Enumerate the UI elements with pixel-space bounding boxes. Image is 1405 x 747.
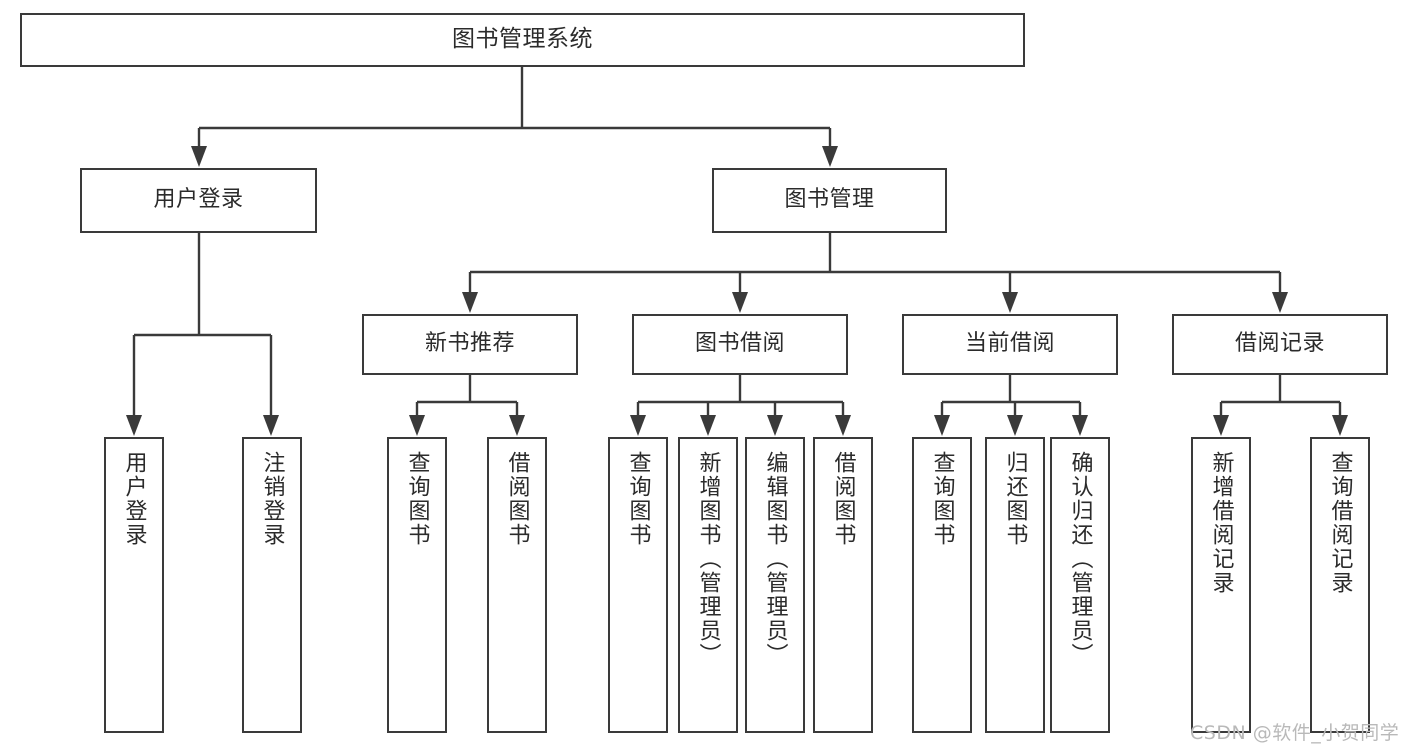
node-book-manage-label: 图书管理: [784, 187, 875, 213]
node-leaf-borrow-book-2-label: 借阅图书: [830, 451, 856, 547]
connector-borrowrecord-to-leaves: [1213, 375, 1348, 436]
node-book-manage[interactable]: 图书管理: [712, 168, 947, 233]
node-leaf-user-login[interactable]: 用户登录: [104, 437, 164, 733]
node-leaf-query-book-3-label: 查询图书: [929, 451, 955, 547]
node-leaf-add-book-label: 新增图书（管理员）: [695, 451, 721, 667]
connector-userlogin-to-leaves: [126, 233, 279, 436]
node-book-borrow[interactable]: 图书借阅: [632, 314, 848, 375]
node-leaf-query-record[interactable]: 查询借阅记录: [1310, 437, 1370, 733]
node-leaf-query-book-1-label: 查询图书: [404, 451, 430, 547]
node-leaf-query-book-2[interactable]: 查询图书: [608, 437, 668, 733]
connector-root-to-level2: [191, 67, 838, 167]
node-leaf-confirm-return[interactable]: 确认归还（管理员）: [1050, 437, 1110, 733]
node-borrow-record[interactable]: 借阅记录: [1172, 314, 1388, 375]
node-new-book-rec[interactable]: 新书推荐: [362, 314, 578, 375]
node-root[interactable]: 图书管理系统: [20, 13, 1025, 67]
node-leaf-query-book-1[interactable]: 查询图书: [387, 437, 447, 733]
node-new-book-rec-label: 新书推荐: [424, 331, 515, 357]
connector-currentborrow-to-leaves: [934, 375, 1088, 436]
node-leaf-edit-book-label: 编辑图书（管理员）: [762, 451, 788, 667]
node-leaf-user-login-label: 用户登录: [121, 451, 147, 547]
connector-newbook-to-leaves: [409, 375, 525, 436]
node-user-login-label: 用户登录: [153, 187, 244, 213]
node-leaf-user-logout[interactable]: 注销登录: [242, 437, 302, 733]
node-leaf-edit-book[interactable]: 编辑图书（管理员）: [745, 437, 805, 733]
node-leaf-return-book-label: 归还图书: [1002, 451, 1028, 547]
node-leaf-add-record-label: 新增借阅记录: [1208, 451, 1234, 595]
csdn-watermark: CSDN @软件_小贺同学: [1190, 722, 1400, 744]
node-current-borrow[interactable]: 当前借阅: [902, 314, 1118, 375]
node-leaf-query-record-label: 查询借阅记录: [1327, 451, 1353, 595]
node-leaf-query-book-3[interactable]: 查询图书: [912, 437, 972, 733]
node-leaf-borrow-book-1[interactable]: 借阅图书: [487, 437, 547, 733]
connector-bookborrow-to-leaves: [630, 375, 851, 436]
node-current-borrow-label: 当前借阅: [964, 331, 1055, 357]
node-leaf-add-book[interactable]: 新增图书（管理员）: [678, 437, 738, 733]
node-root-label: 图书管理系统: [452, 26, 593, 53]
node-leaf-borrow-book-1-label: 借阅图书: [504, 451, 530, 547]
node-user-login[interactable]: 用户登录: [80, 168, 317, 233]
node-leaf-query-book-2-label: 查询图书: [625, 451, 651, 547]
node-book-borrow-label: 图书借阅: [694, 331, 785, 357]
node-leaf-borrow-book-2[interactable]: 借阅图书: [813, 437, 873, 733]
node-leaf-user-logout-label: 注销登录: [259, 451, 285, 547]
node-leaf-add-record[interactable]: 新增借阅记录: [1191, 437, 1251, 733]
node-leaf-return-book[interactable]: 归还图书: [985, 437, 1045, 733]
node-borrow-record-label: 借阅记录: [1234, 331, 1325, 357]
node-leaf-confirm-return-label: 确认归还（管理员）: [1067, 451, 1093, 667]
connector-bookmanage-to-level3: [462, 233, 1288, 313]
